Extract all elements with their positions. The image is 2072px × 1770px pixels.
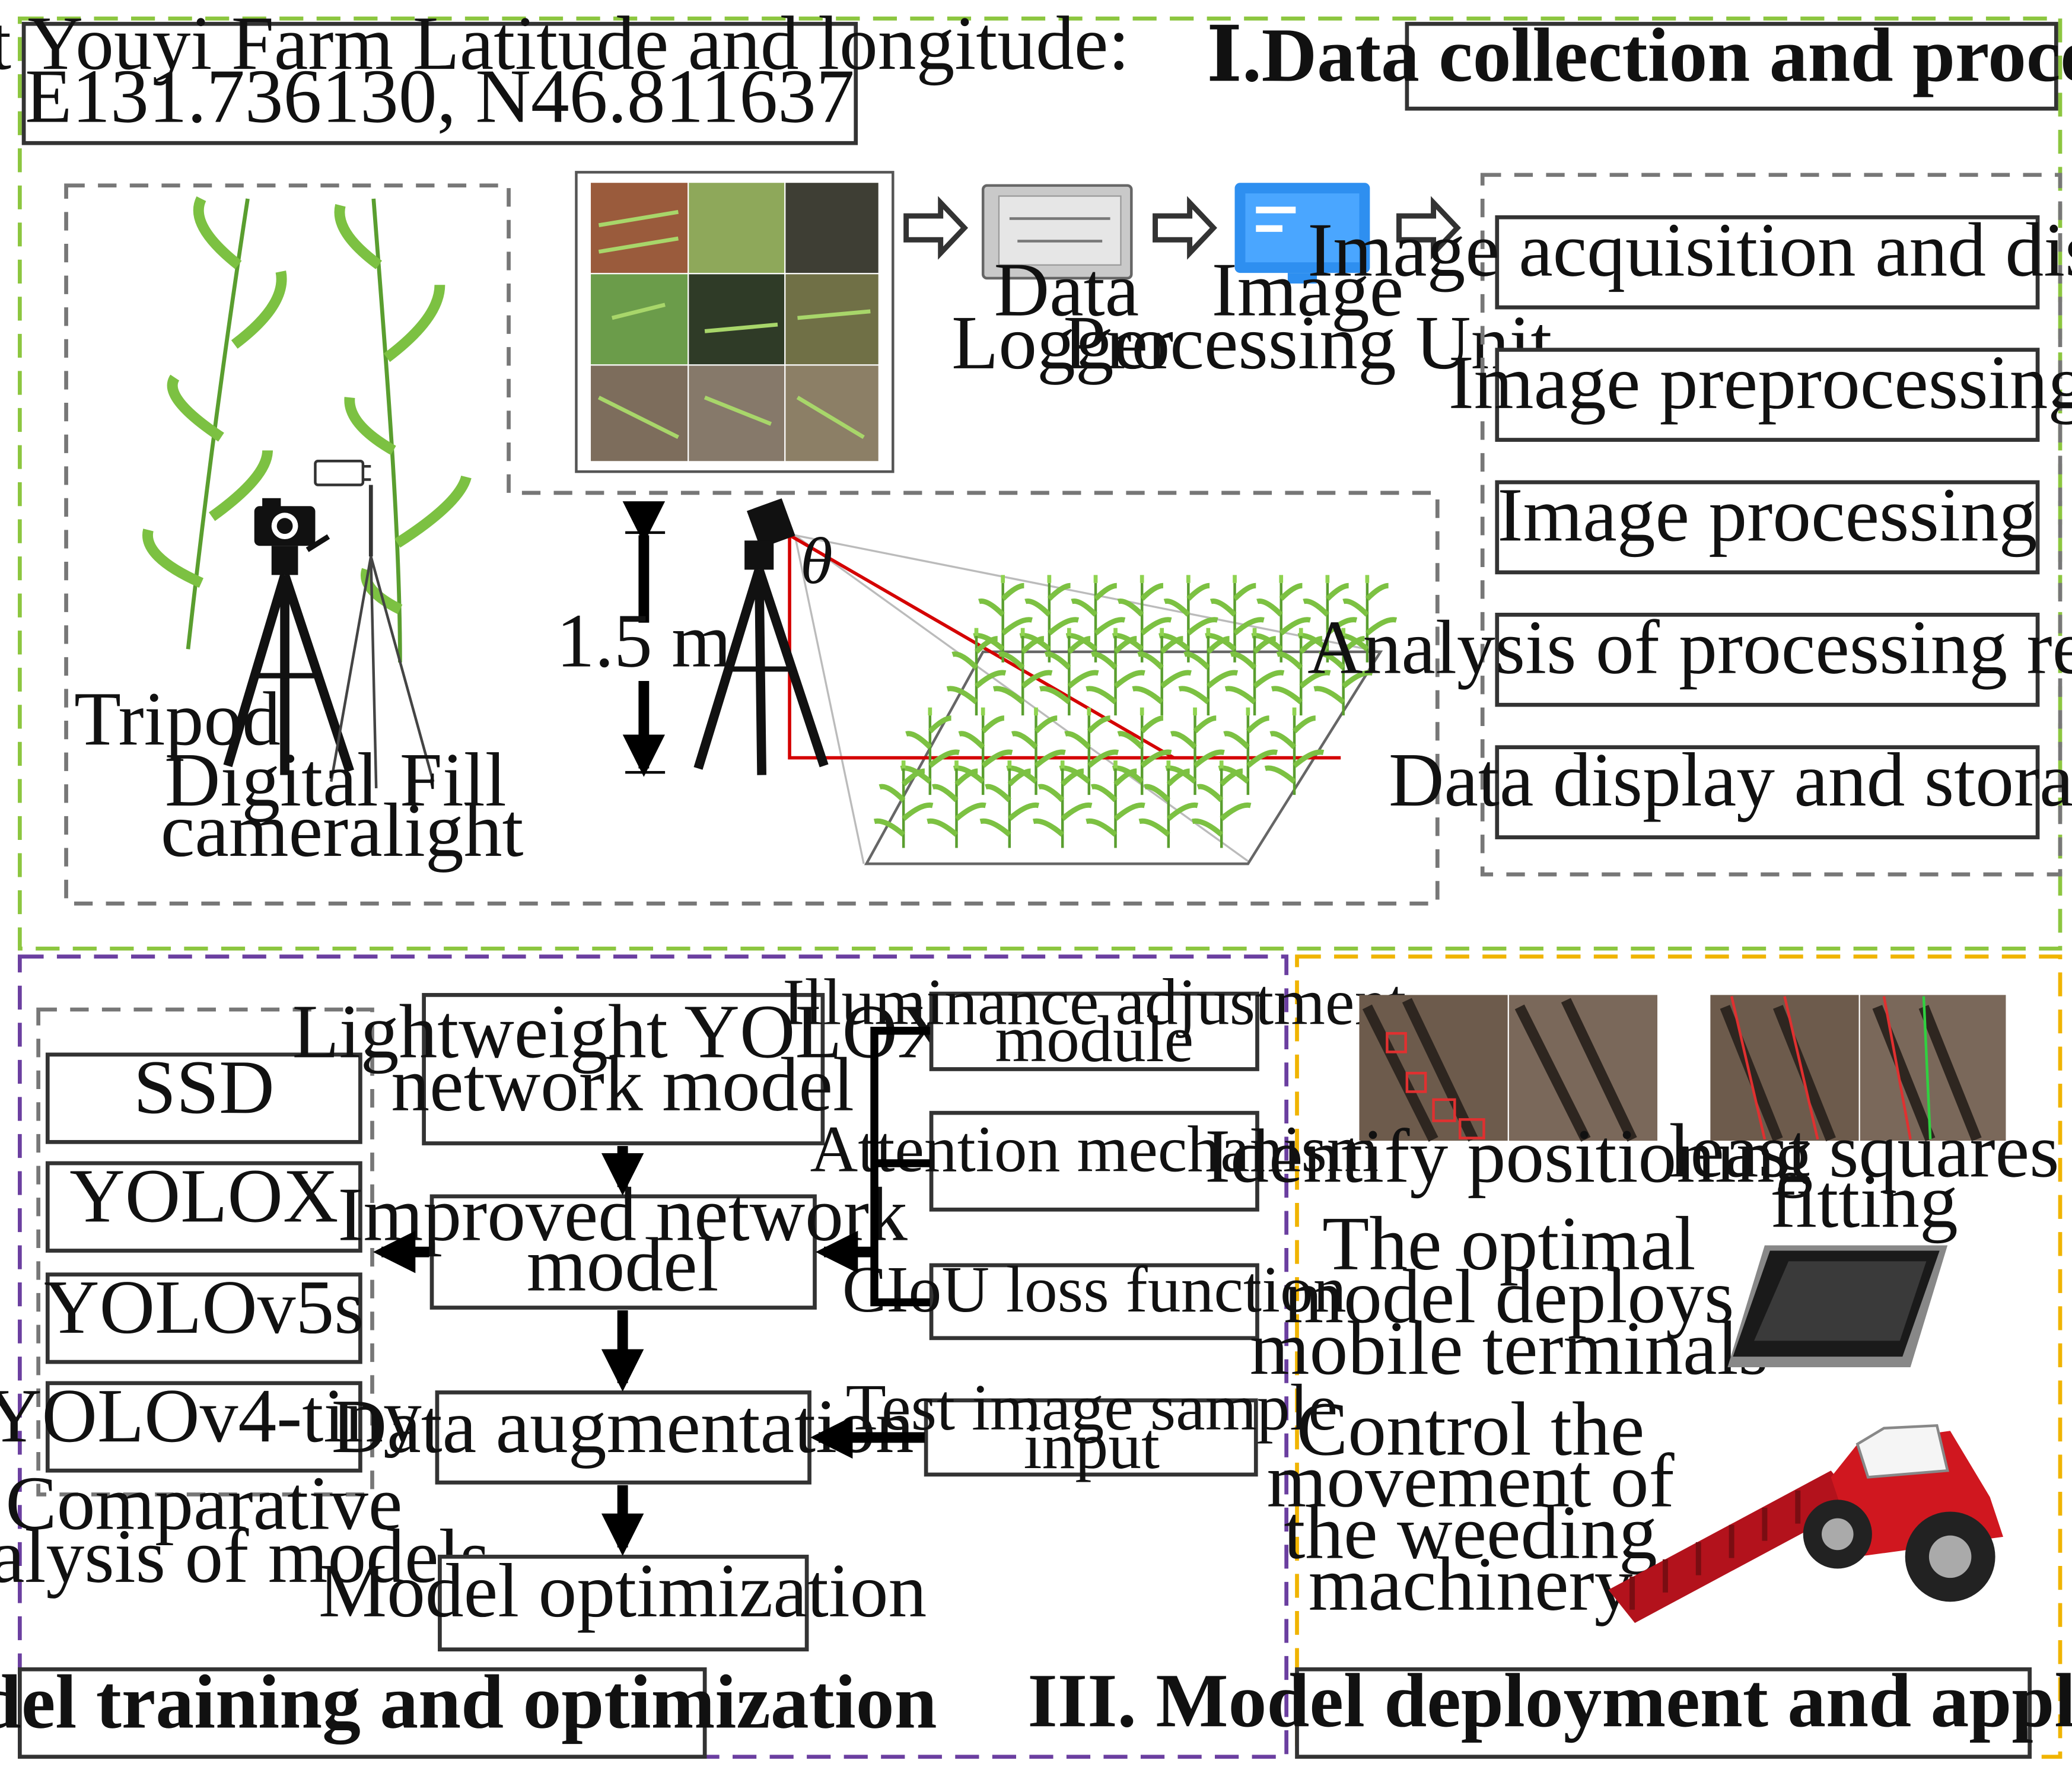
comparative-label-2: analysis of models: [0, 1514, 490, 1599]
light-label-1: Fill: [400, 738, 507, 823]
test-label-1: Test image sample: [846, 1371, 1338, 1444]
control-label-4: machinery: [1309, 1542, 1633, 1627]
location-line2: E131.736130, N46.811637: [25, 54, 854, 139]
steps-panel: [1480, 173, 2063, 877]
model-box-1: [45, 1052, 362, 1144]
field-geometry: [788, 533, 1383, 865]
least-squares-image: [1710, 995, 2006, 1142]
optimal-label-1: The optimal: [1322, 1202, 1696, 1287]
logger-label-2: Logger: [951, 301, 1173, 386]
attention-box: [929, 1110, 1259, 1212]
phone-icon: [314, 460, 435, 789]
height-label-bg: [585, 622, 702, 682]
model-ssd: SSD: [133, 1045, 275, 1130]
height-label: 1.5 m: [556, 599, 731, 683]
model-yolov4tiny: YOLOv4-tiny: [0, 1374, 422, 1459]
optimal-label-2: model deploys: [1284, 1255, 1734, 1339]
theta-label: θ: [800, 524, 833, 598]
arrow-to-ipu: [1153, 196, 1217, 260]
corn-plant-icon: [142, 196, 472, 663]
tripod-label: Tripod: [74, 677, 281, 762]
arrow-to-logger: [903, 196, 969, 260]
section2-border: [18, 954, 1288, 1759]
location-box: [21, 21, 858, 145]
augmentation-box: [435, 1390, 811, 1485]
section2-title: Ⅱ.Model training and optimization: [0, 1660, 937, 1745]
lightweight-label-2: network model: [391, 1043, 854, 1128]
control-label-2: movement of: [1267, 1439, 1675, 1524]
model-yolov5s: YOLOv5s: [44, 1265, 364, 1350]
step-2: Image preprocessing: [1449, 340, 2072, 425]
attention-label: Attention mechanism: [810, 1112, 1379, 1186]
data-logger-icon: [981, 184, 1133, 280]
monitor-icon: [1234, 183, 1370, 284]
illuminance-label-2: module: [995, 1002, 1193, 1076]
model-box-4: [45, 1381, 362, 1473]
step-box-1: [1495, 215, 2040, 310]
improved-box: [429, 1194, 817, 1310]
light-label-2: light: [383, 788, 524, 873]
step-3: Image processing: [1497, 473, 2037, 558]
least-label-1: least squares: [1669, 1109, 2059, 1193]
step-1: Image acquisition and display: [1307, 208, 2072, 293]
tablet-icon: [1727, 1245, 1948, 1368]
bracket-modules: [870, 1026, 930, 1307]
section1-title: Ⅰ.Data collection and processing: [1207, 13, 2072, 98]
logger-label-1: Data: [994, 248, 1140, 333]
optimization-box: [438, 1555, 809, 1652]
model-yolox: YOLOX: [69, 1154, 338, 1239]
ciou-label: CIoU loss function: [842, 1253, 1347, 1326]
model-box-2: [45, 1161, 362, 1253]
section1-border: [18, 16, 2063, 951]
control-label-3: the weeding: [1284, 1491, 1657, 1575]
location-line1: Taken at Youyi Farm Latitude and longitu…: [0, 1, 1129, 86]
tractor-icon: [1608, 1424, 2003, 1623]
optimal-label-3: mobile terminals: [1250, 1306, 1768, 1391]
illuminance-box: [929, 991, 1259, 1071]
lightweight-box: [422, 993, 825, 1145]
illuminance-label-1: Illuminance adjustment: [782, 966, 1406, 1039]
ipu-label-2: Processing Unit: [1063, 301, 1552, 386]
section3-title-box: [1295, 1667, 2032, 1759]
step-4: Analysis of processing results: [1307, 606, 2072, 690]
step-box-5: [1495, 745, 2040, 839]
step-box-2: [1495, 348, 2040, 442]
control-label-1: Control the: [1297, 1387, 1644, 1472]
model-box-3: [45, 1272, 362, 1364]
optimization-label: Model optimization: [319, 1549, 927, 1634]
section2-title-box: [18, 1667, 707, 1759]
field-image-grid: [575, 171, 895, 473]
step-box-3: [1495, 480, 2040, 575]
camera-icon: [254, 498, 330, 552]
identify-image: [1359, 995, 1658, 1142]
test-label-2: input: [1024, 1409, 1160, 1483]
test-input-box: [924, 1398, 1258, 1477]
side-camera-tripod-icon: [693, 498, 829, 775]
models-panel: [36, 1007, 374, 1497]
lightweight-label-1: Lightweight YOLOX: [292, 989, 953, 1074]
improved-label-2: model: [527, 1223, 719, 1307]
section1-title-box: [1405, 21, 2058, 111]
arrow-to-steps: [1396, 196, 1461, 260]
step-5: Data display and storage: [1389, 738, 2072, 823]
step-box-4: [1495, 613, 2040, 707]
ipu-label-1: Image: [1212, 248, 1404, 333]
section3-title: III. Model deployment and application: [1027, 1658, 2072, 1743]
augmentation-label: Data augmentation: [332, 1384, 914, 1469]
least-label-2: fitting: [1770, 1159, 1958, 1244]
comparative-label-1: Comparative: [5, 1461, 402, 1546]
camera-label-1: Digital: [165, 738, 378, 823]
ciou-box: [929, 1263, 1259, 1341]
height-ticks: [625, 531, 666, 774]
camera-label-2: camera: [161, 788, 383, 873]
